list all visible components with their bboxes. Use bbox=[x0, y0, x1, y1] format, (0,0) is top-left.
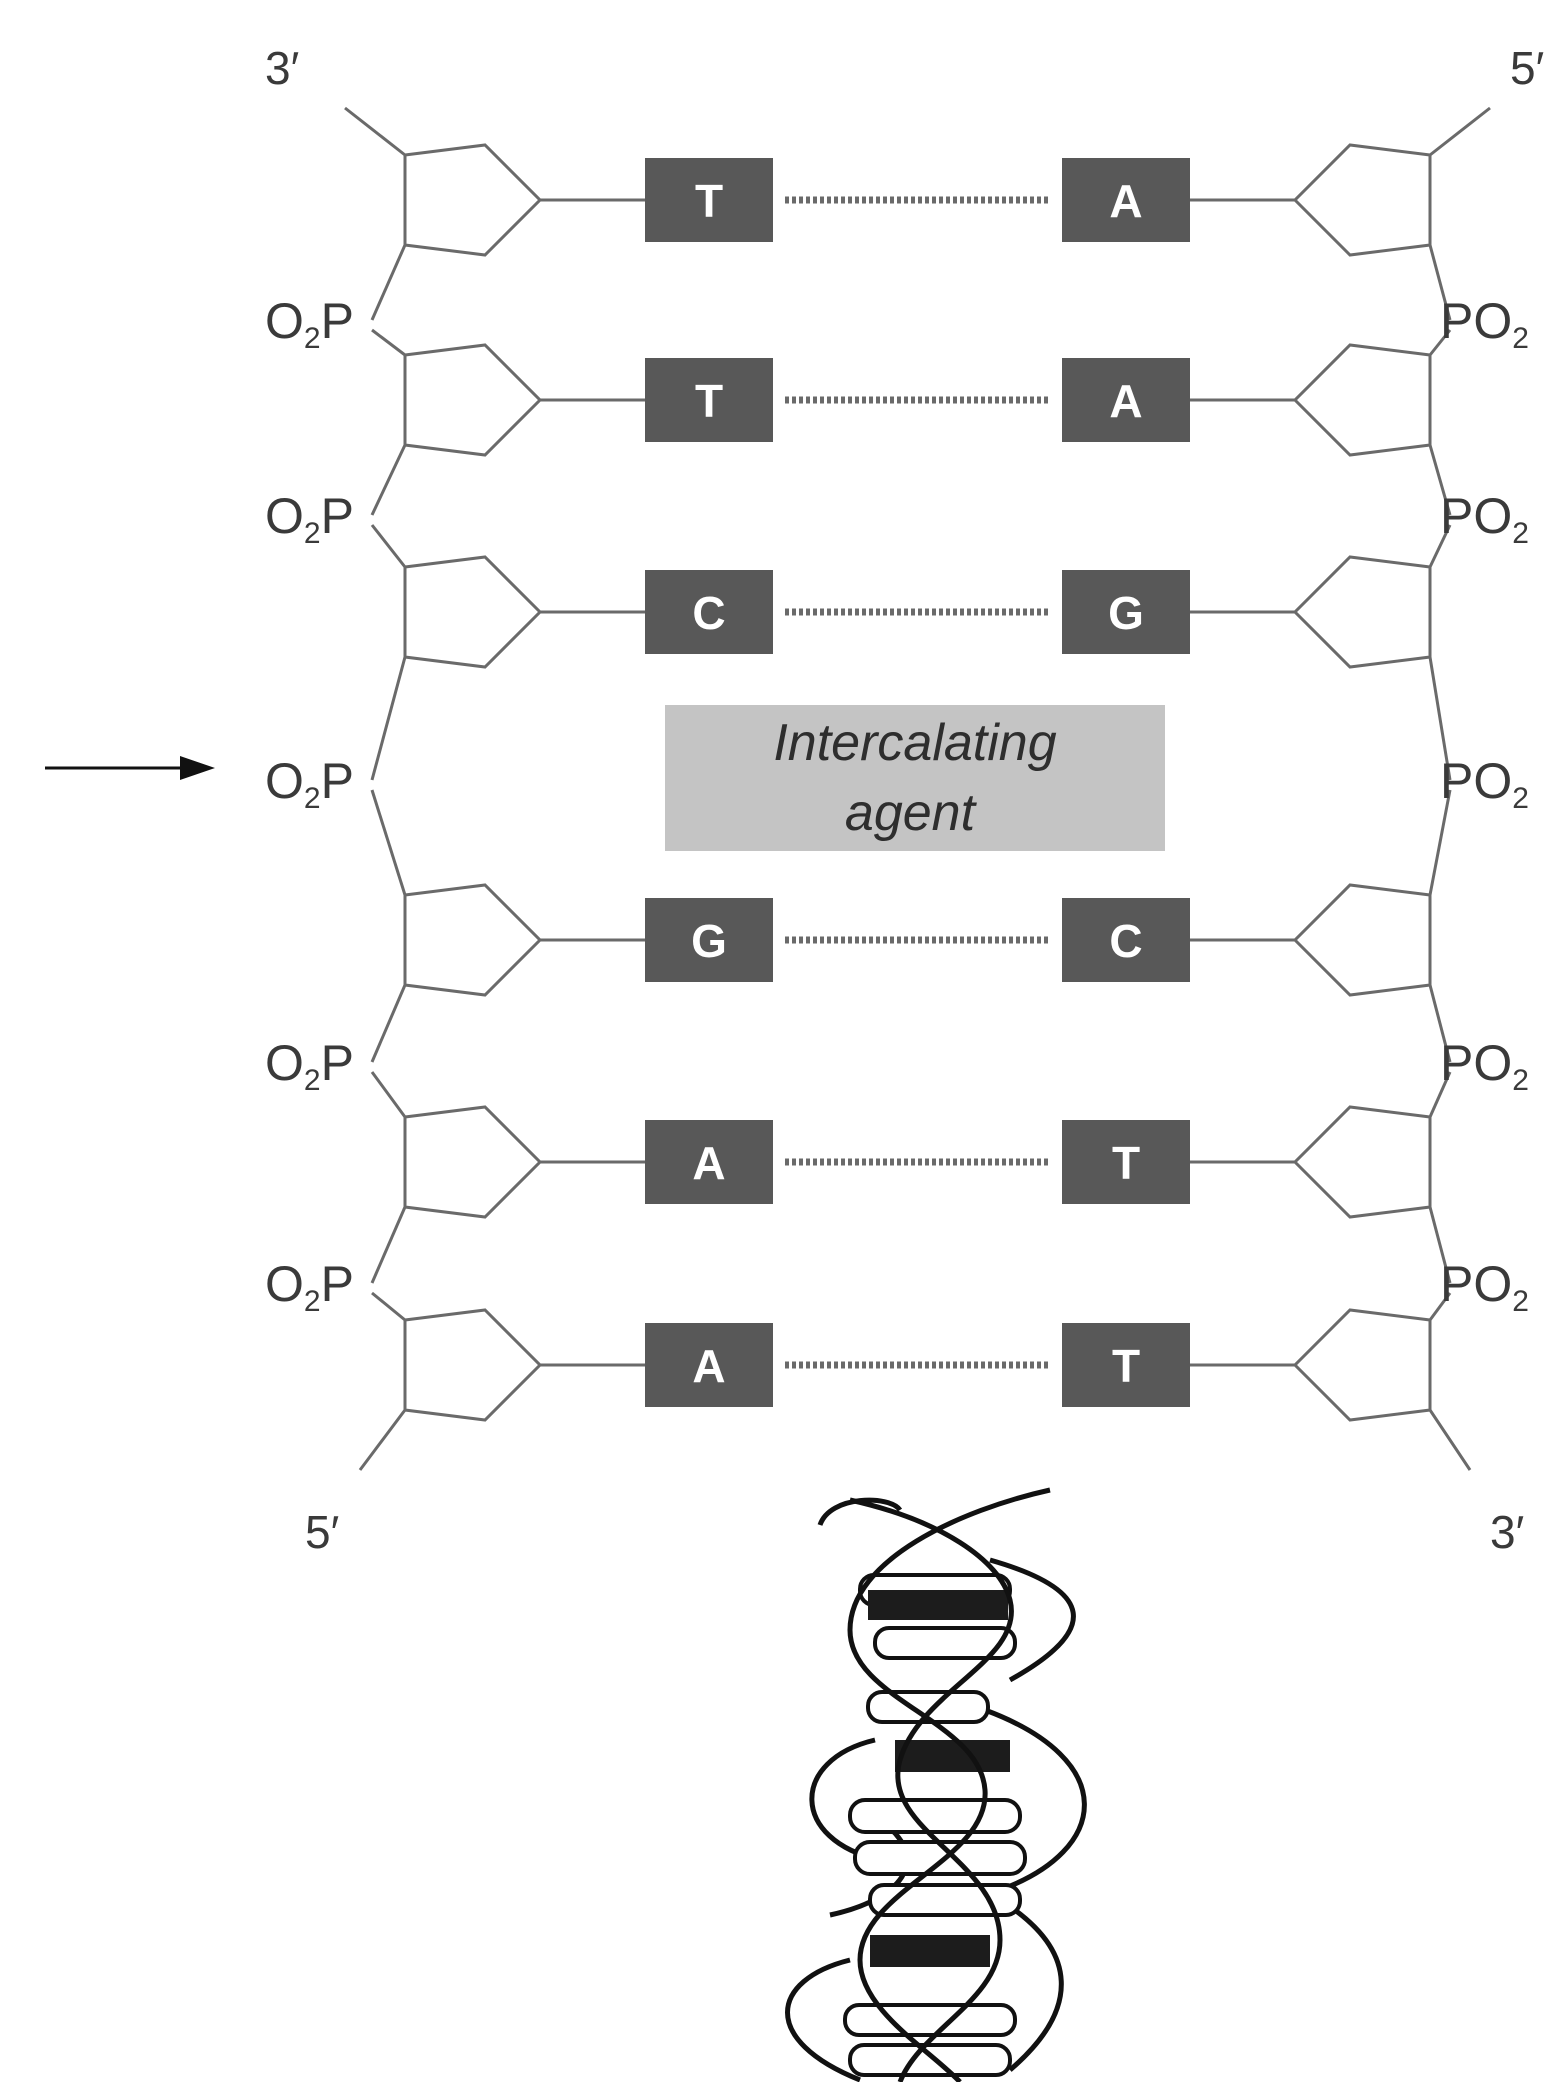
left-backbone-segment bbox=[370, 244, 407, 321]
right-base-letter: G bbox=[1108, 587, 1144, 639]
right-sugar-ring bbox=[1292, 1105, 1432, 1219]
left-strand-bottom-end-label: 5′ bbox=[305, 1506, 339, 1558]
left-backbone-segment bbox=[370, 1206, 407, 1284]
right-backbone-segment bbox=[1428, 1071, 1452, 1118]
right-strand bbox=[1190, 106, 1491, 1471]
helix-dark-bar bbox=[868, 1590, 1008, 1620]
left-backbone-segment bbox=[370, 789, 407, 896]
left-backbone-segment bbox=[371, 328, 406, 357]
left-base-box bbox=[645, 898, 773, 982]
double-helix-icon bbox=[785, 1487, 1087, 2082]
left-strand-terminal bbox=[344, 106, 406, 157]
left-sugar-ring bbox=[403, 1308, 543, 1422]
right-backbone-segment bbox=[1428, 1206, 1452, 1284]
right-base-letter: T bbox=[1112, 1340, 1140, 1392]
right-sugar-ring bbox=[1292, 143, 1432, 257]
left-base-letter: T bbox=[695, 375, 723, 427]
right-base-box bbox=[1062, 570, 1190, 654]
right-sugar-ring bbox=[1292, 883, 1432, 997]
right-base-letter: A bbox=[1109, 375, 1142, 427]
right-phosphate-label: PO2 bbox=[1440, 293, 1529, 355]
right-backbone-segment bbox=[1428, 524, 1452, 568]
left-base-letter: C bbox=[692, 587, 725, 639]
left-base-box bbox=[645, 1120, 773, 1204]
right-backbone-segment bbox=[1428, 789, 1452, 896]
left-backbone-segment bbox=[371, 1291, 406, 1322]
right-phosphate-label: PO2 bbox=[1440, 488, 1529, 550]
left-base-letter: A bbox=[692, 1340, 725, 1392]
right-base-box bbox=[1062, 158, 1190, 242]
left-backbone-segment bbox=[370, 1071, 407, 1118]
right-sugar-ring bbox=[1292, 343, 1432, 457]
left-backbone-segment bbox=[370, 656, 407, 781]
right-strand-terminal bbox=[1429, 106, 1491, 157]
left-phosphate-label: O2P bbox=[265, 293, 354, 355]
right-strand-terminal bbox=[1428, 1409, 1472, 1471]
right-backbone-segment bbox=[1428, 1292, 1452, 1321]
left-sugar-ring bbox=[403, 143, 543, 257]
left-strand bbox=[344, 106, 645, 1471]
arrow-right-icon bbox=[45, 756, 215, 780]
helix-dark-bar bbox=[895, 1740, 1010, 1772]
left-backbone-segment bbox=[370, 444, 407, 516]
right-sugar-ring bbox=[1292, 555, 1432, 669]
left-base-letter: G bbox=[691, 915, 727, 967]
right-backbone-segment bbox=[1428, 656, 1452, 781]
intercalating-agent-box bbox=[665, 705, 1165, 851]
right-backbone-segment bbox=[1428, 329, 1452, 356]
right-base-box bbox=[1062, 1120, 1190, 1204]
left-phosphate-label: O2P bbox=[265, 488, 354, 550]
right-base-box bbox=[1062, 1323, 1190, 1407]
left-base-letter: A bbox=[692, 1137, 725, 1189]
left-sugar-ring bbox=[403, 343, 543, 457]
left-base-box bbox=[645, 1323, 773, 1407]
right-base-box bbox=[1062, 898, 1190, 982]
right-strand-top-end-label: 5′ bbox=[1510, 42, 1544, 94]
left-phosphate-label: O2P bbox=[265, 1256, 354, 1318]
right-backbone-segment bbox=[1428, 984, 1452, 1063]
right-phosphate-label: PO2 bbox=[1440, 753, 1529, 815]
left-backbone-segment bbox=[370, 984, 407, 1063]
left-strand-terminal bbox=[358, 1409, 407, 1471]
left-strand-top-end-label: 3′ bbox=[265, 42, 299, 94]
left-base-box bbox=[645, 158, 773, 242]
helix-dark-bar bbox=[870, 1935, 990, 1967]
agent-label-line1: Intercalating bbox=[773, 714, 1056, 772]
left-backbone-segment bbox=[370, 524, 407, 568]
agent-label-line2: agent bbox=[845, 784, 978, 842]
right-backbone-segment bbox=[1428, 244, 1452, 321]
left-base-letter: T bbox=[695, 175, 723, 227]
intercalating-agent: Intercalating agent bbox=[665, 705, 1165, 851]
right-backbone-segment bbox=[1428, 444, 1452, 516]
right-phosphate-label: PO2 bbox=[1440, 1035, 1529, 1097]
right-sugar-ring bbox=[1292, 1308, 1432, 1422]
right-base-letter: A bbox=[1109, 175, 1142, 227]
left-sugar-ring bbox=[403, 883, 543, 997]
right-base-box bbox=[1062, 358, 1190, 442]
right-strand-bottom-end-label: 3′ bbox=[1490, 1506, 1524, 1558]
left-sugar-ring bbox=[403, 1105, 543, 1219]
right-base-letter: T bbox=[1112, 1137, 1140, 1189]
right-phosphate-label: PO2 bbox=[1440, 1256, 1529, 1318]
left-sugar-ring bbox=[403, 555, 543, 669]
left-phosphate-label: O2P bbox=[265, 753, 354, 815]
left-phosphate-label: O2P bbox=[265, 1035, 354, 1097]
right-base-letter: C bbox=[1109, 915, 1142, 967]
left-base-box bbox=[645, 570, 773, 654]
left-base-box bbox=[645, 358, 773, 442]
